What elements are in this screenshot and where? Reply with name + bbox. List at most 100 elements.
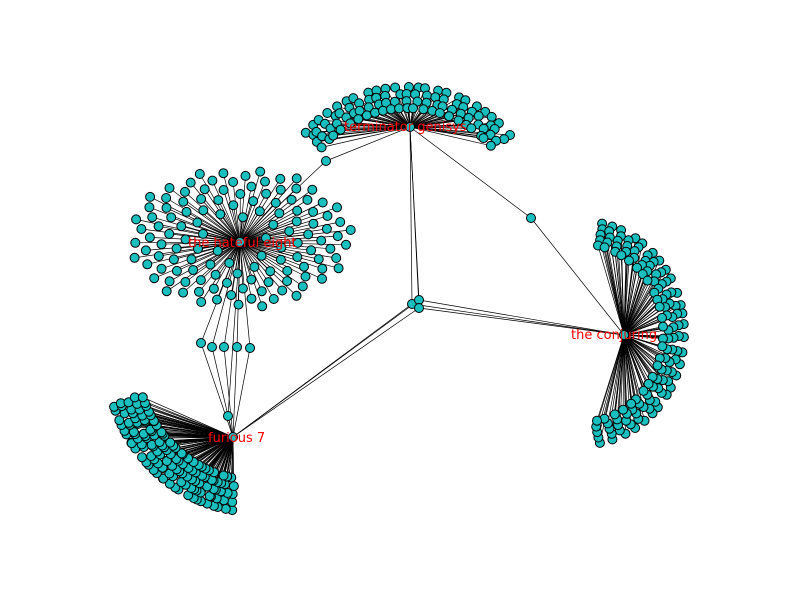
edge (623, 334, 658, 366)
edge (198, 436, 234, 466)
node-terminator-genisys (434, 108, 445, 118)
node-the-hateful-eight (207, 175, 218, 186)
node-the-hateful-eight (228, 177, 239, 187)
node-the-hateful-eight (180, 234, 191, 245)
edge (239, 178, 297, 243)
node-the-hateful-eight (263, 277, 274, 288)
node-the-hateful-eight (164, 228, 175, 239)
node-the-hateful-eight (256, 286, 267, 297)
node-the-hateful-eight (248, 196, 259, 207)
node-the-hateful-eight (322, 210, 333, 221)
node-the-hateful-eight (164, 183, 175, 193)
node-the-hateful-eight (156, 263, 167, 274)
node-the-hateful-eight (178, 196, 189, 207)
edge (623, 273, 644, 336)
node-terminator-genisys (394, 103, 405, 114)
node-the-hateful-eight (136, 224, 147, 234)
edge (166, 241, 241, 292)
node-the-hateful-eight (144, 232, 155, 243)
node-the-hateful-eight (286, 194, 297, 205)
node-the-hateful-eight (171, 265, 182, 276)
edge (200, 198, 241, 243)
edge (623, 326, 664, 336)
node-the-hateful-eight (140, 245, 151, 256)
edge (239, 241, 288, 282)
node-terminator-genisys (322, 108, 333, 118)
edge (239, 181, 266, 243)
edge (350, 123, 411, 128)
node-the-hateful-eight (297, 281, 308, 292)
node-the-conjuring (618, 404, 629, 415)
edge (230, 436, 234, 478)
node-the-hateful-eight (145, 191, 156, 202)
edge (200, 342, 234, 438)
node-the-hateful-eight (178, 287, 189, 298)
edge (136, 219, 241, 243)
node-the-hateful-eight (161, 193, 172, 203)
edge (623, 334, 644, 392)
edge (239, 223, 314, 243)
node-terminator-genisys (345, 118, 356, 129)
edge (232, 346, 238, 438)
edge (239, 160, 327, 243)
edge (239, 202, 323, 243)
node-the-hateful-eight (292, 237, 303, 248)
node-the-conjuring (638, 385, 649, 396)
edge (409, 109, 453, 128)
node-the-hateful-eight (306, 245, 317, 256)
edge (623, 334, 660, 359)
node-the-hateful-eight (316, 235, 327, 246)
edge (212, 180, 241, 243)
node-the-conjuring (654, 301, 665, 312)
node-the-hateful-eight (237, 212, 248, 223)
node-furious-7 (228, 481, 239, 492)
edge (239, 241, 304, 287)
edge (623, 334, 628, 414)
node-the-conjuring (624, 255, 634, 266)
edge (623, 292, 655, 336)
node-the-hateful-eight (205, 259, 216, 270)
node-terminator-genisys (486, 111, 497, 122)
edge (148, 411, 234, 438)
node-the-hateful-eight (292, 205, 303, 216)
node-the-hateful-eight (268, 294, 279, 304)
node-the-hateful-eight (188, 265, 199, 275)
node-the-hateful-eight (277, 285, 288, 296)
shared-node (223, 411, 233, 421)
node-the-hateful-eight (233, 299, 244, 310)
node-the-hateful-eight (275, 184, 286, 195)
edge (409, 115, 450, 128)
node-the-hateful-eight (168, 254, 179, 265)
node-terminator-genisys (353, 114, 364, 125)
node-the-hateful-eight (303, 229, 314, 240)
node-the-hateful-eight (222, 277, 232, 288)
node-terminator-genisys (390, 82, 401, 93)
node-furious-7 (156, 427, 167, 438)
node-the-conjuring (599, 242, 610, 253)
node-terminator-genisys (408, 103, 418, 114)
edge (614, 334, 625, 415)
edge (604, 334, 625, 419)
node-furious-7 (114, 415, 125, 426)
node-the-hateful-eight (232, 268, 243, 279)
node-the-hateful-eight (235, 189, 246, 199)
shared-node (232, 342, 242, 352)
edge (239, 241, 283, 291)
node-the-hateful-eight (333, 263, 344, 274)
shared-node (414, 303, 424, 313)
edge (213, 436, 234, 473)
edge (165, 197, 241, 243)
node-the-hateful-eight (325, 243, 336, 254)
edge (239, 171, 261, 243)
edge (409, 120, 459, 128)
edge (623, 334, 663, 347)
node-the-conjuring (657, 312, 667, 323)
node-terminator-genisys (386, 104, 396, 115)
edge (146, 405, 234, 438)
edge (184, 191, 241, 243)
node-the-hateful-eight (291, 290, 302, 301)
edge (198, 241, 241, 293)
node-the-hateful-eight (192, 217, 203, 228)
node-the-hateful-eight (317, 197, 328, 208)
edge (409, 126, 420, 309)
